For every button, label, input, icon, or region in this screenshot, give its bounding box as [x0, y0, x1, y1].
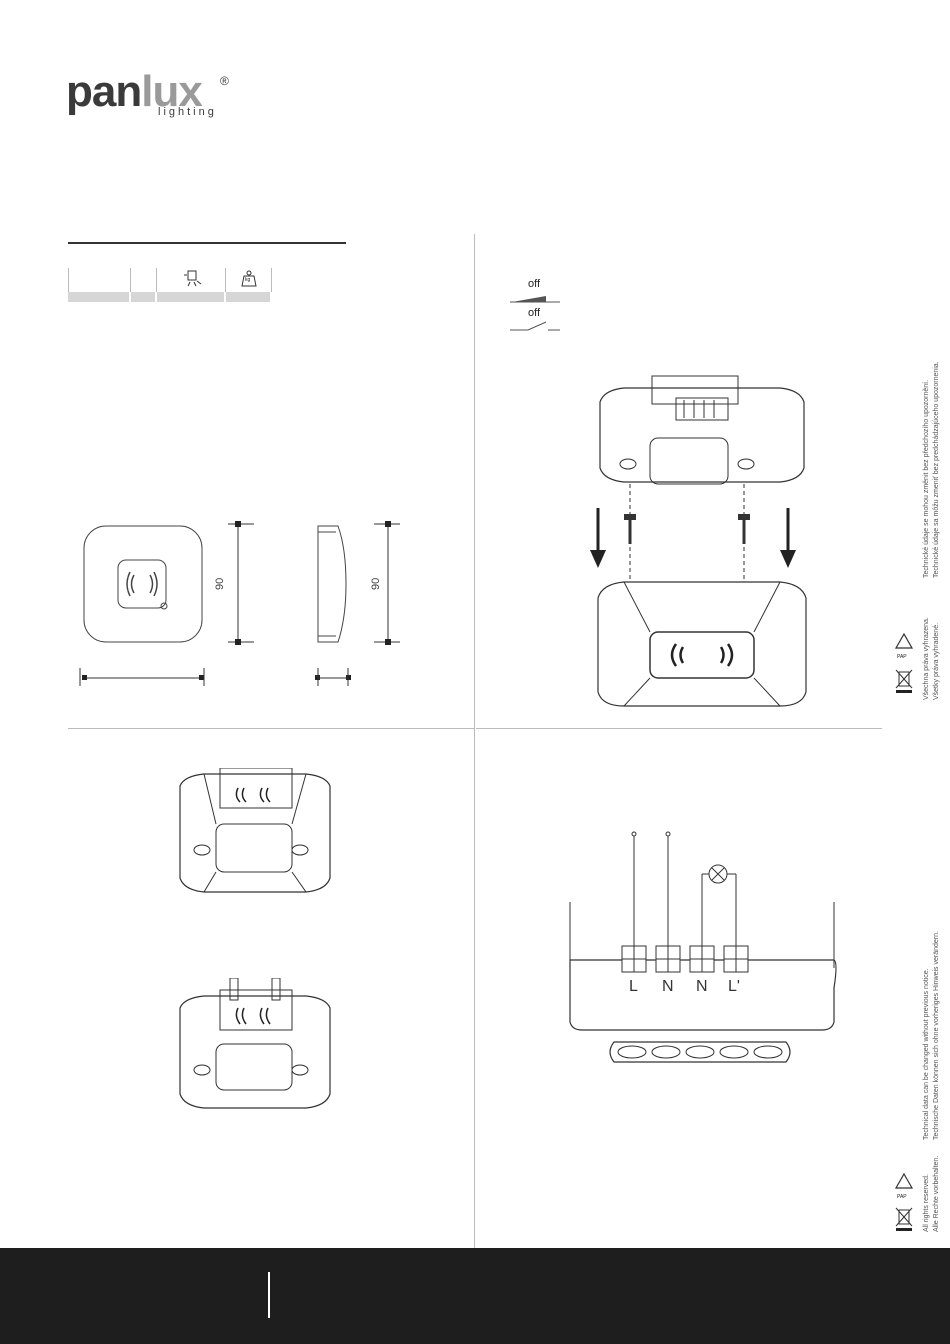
side-note-bottom-2: Technische Daten können sich ohne vorher…	[933, 931, 940, 1140]
switch-off-icon	[510, 321, 560, 331]
side-note-top-2: Technické údaje sa môžu zmeniť bez predc…	[933, 361, 940, 578]
weight-kg-icon	[241, 270, 257, 287]
side-note-bottom-3: All rights reserved.	[923, 1174, 930, 1232]
logo-registered-mark: ®	[220, 74, 229, 88]
terminal-label-4: L'	[728, 978, 740, 995]
footer-bar	[0, 1248, 950, 1344]
recycle-icon	[894, 632, 914, 649]
recycling-badge-label-bottom: PAP	[897, 1194, 907, 1200]
dimmer-off-icon	[510, 296, 560, 303]
light-sensor-icon	[184, 270, 202, 287]
horizontal-divider-left	[68, 728, 474, 729]
crossed-bin-icon-bottom	[895, 1207, 913, 1231]
assembly-exploded-drawing	[590, 375, 807, 707]
off-label-switch: off	[528, 307, 541, 319]
crossed-bin-icon	[895, 669, 913, 693]
terminal-label-1: L	[629, 978, 638, 995]
side-height-dimension	[374, 521, 400, 645]
section-title-rule	[68, 242, 346, 244]
device-front-drawing	[79, 525, 205, 686]
logo-tagline: lighting	[158, 106, 217, 118]
footer-separator	[268, 1272, 270, 1318]
front-height-label: 90	[214, 577, 226, 590]
terminal-label-3: N	[696, 978, 708, 995]
recycling-badge-label: PAP	[897, 654, 907, 660]
vertical-divider	[474, 234, 475, 1248]
brand-logo: panlux ® lighting	[66, 70, 246, 120]
wiring-step-1-drawing	[179, 768, 331, 893]
side-note-top-4: Všetky práva vyhradené.	[933, 622, 940, 700]
side-note-top-3: Všechna práva vyhrazena.	[923, 617, 930, 700]
recycle-icon-bottom	[894, 1172, 914, 1189]
spec-table-bar	[68, 292, 272, 302]
horizontal-divider-right	[476, 728, 882, 729]
front-height-dimension	[228, 521, 254, 645]
terminal-label-2: N	[662, 978, 674, 995]
device-side-drawing	[315, 525, 351, 686]
side-note-bottom-1: Technical data can be changed without pr…	[923, 968, 930, 1140]
wiring-step-2-drawing	[179, 978, 331, 1109]
side-height-label: 90	[370, 577, 382, 590]
side-note-top-1: Technické údaje se mohou změnit bez před…	[923, 379, 930, 578]
off-label-dimmer: off	[528, 278, 541, 290]
spec-table: kg	[68, 268, 272, 302]
logo-wordmark: panlux	[66, 67, 203, 116]
weight-unit-label: kg	[245, 277, 251, 283]
wiring-diagram	[569, 831, 837, 1063]
side-note-bottom-4: Alle Rechte vorbehalten.	[933, 1155, 940, 1232]
